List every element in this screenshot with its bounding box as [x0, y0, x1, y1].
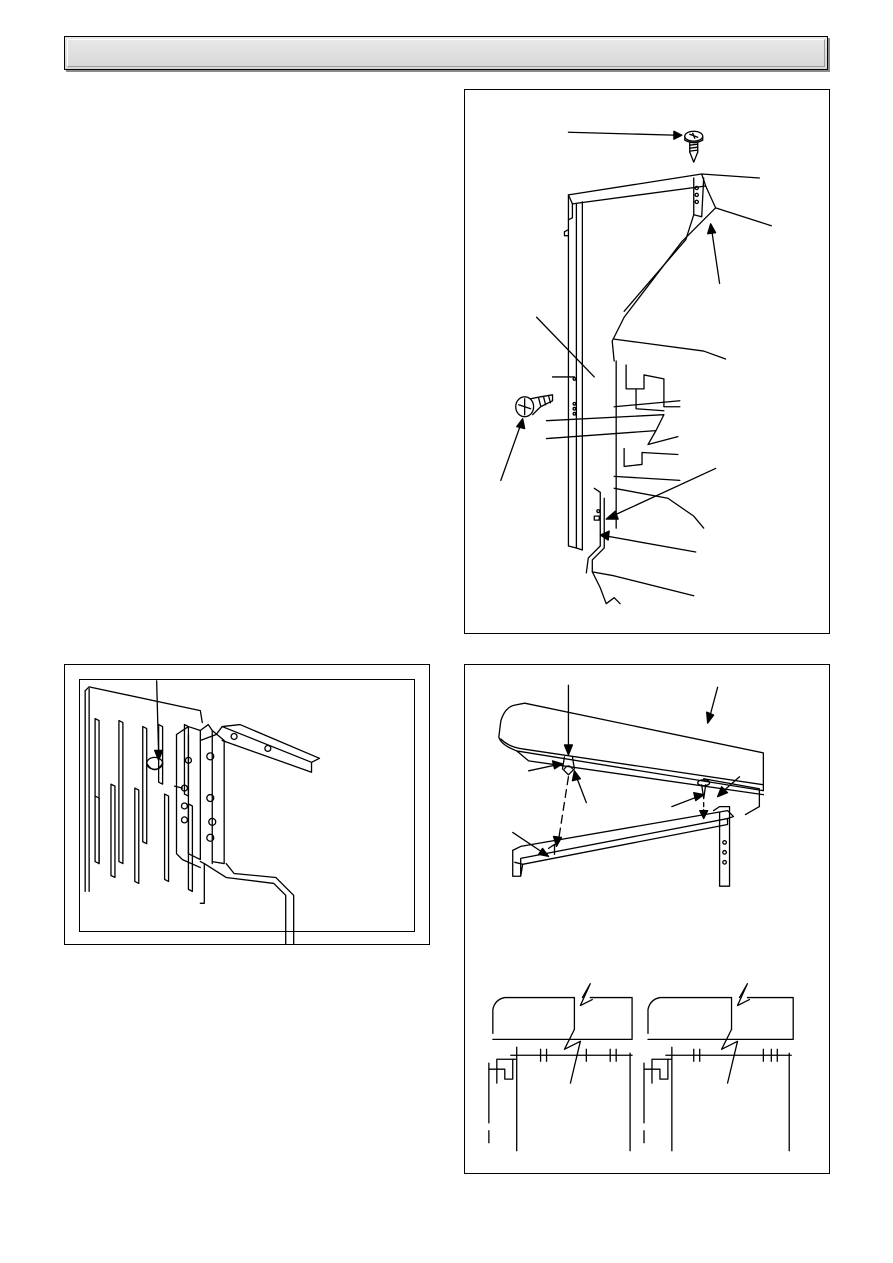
top-cover-illustration — [465, 665, 829, 1173]
bracket-detail-illustration — [65, 665, 429, 944]
section-view-right — [644, 984, 793, 1151]
figure-side-panel-removal — [464, 89, 830, 634]
lower-rail — [513, 807, 734, 887]
cabinet-body — [547, 174, 772, 604]
locating-stud — [147, 757, 163, 769]
clip — [562, 757, 574, 775]
side-panel-illustration — [465, 90, 829, 633]
section-view-left — [489, 984, 632, 1151]
top-cover — [499, 703, 764, 814]
section-header-bar — [64, 36, 828, 70]
screw-icon — [698, 780, 710, 799]
slotted-panel — [85, 687, 204, 903]
screw-icon — [685, 131, 703, 162]
bracket — [177, 725, 320, 944]
screw-icon — [516, 395, 553, 417]
detail-inner-frame — [79, 679, 415, 932]
side-panel-shape — [564, 174, 705, 550]
figure-top-cover-fixing — [464, 664, 830, 1174]
arrow-icon — [568, 131, 681, 139]
figure-bracket-detail — [64, 664, 430, 945]
